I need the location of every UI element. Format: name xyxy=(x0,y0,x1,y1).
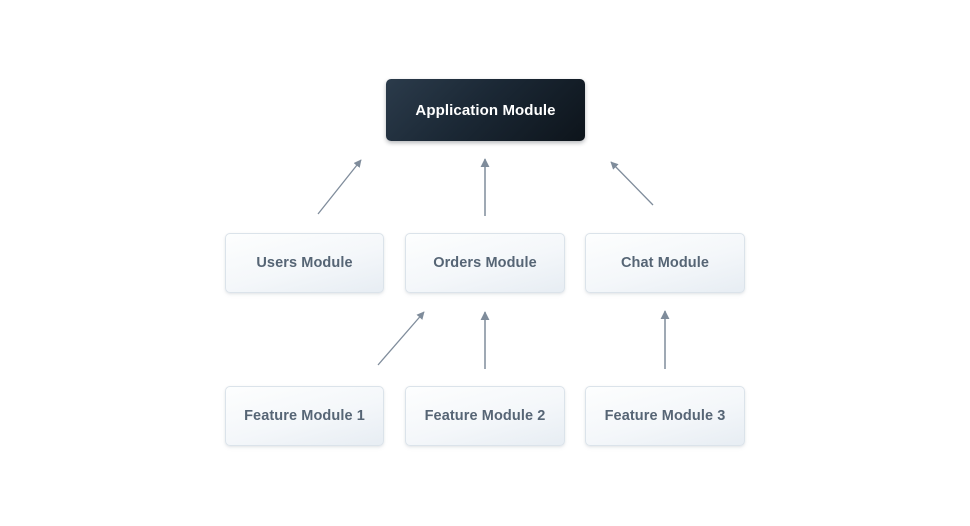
node-application-module[interactable]: Application Module xyxy=(386,79,585,141)
node-orders-module-label: Orders Module xyxy=(433,254,537,271)
node-chat-module[interactable]: Chat Module xyxy=(585,233,745,293)
node-users-module[interactable]: Users Module xyxy=(225,233,384,293)
node-feature-module-3-label: Feature Module 3 xyxy=(604,407,726,424)
node-feature-module-3[interactable]: Feature Module 3 xyxy=(585,386,745,446)
node-feature-module-1[interactable]: Feature Module 1 xyxy=(225,386,384,446)
node-orders-module[interactable]: Orders Module xyxy=(405,233,565,293)
edge-feature1-to-users xyxy=(377,311,425,366)
node-feature-module-2-label: Feature Module 2 xyxy=(424,407,546,424)
edge-chat-to-application xyxy=(610,161,654,206)
node-chat-module-label: Chat Module xyxy=(620,254,710,271)
node-users-module-label: Users Module xyxy=(256,254,353,271)
node-feature-module-2[interactable]: Feature Module 2 xyxy=(405,386,565,446)
edge-users-to-application xyxy=(317,159,362,215)
node-feature-module-1-label: Feature Module 1 xyxy=(244,407,365,424)
node-application-module-label: Application Module xyxy=(415,101,556,119)
